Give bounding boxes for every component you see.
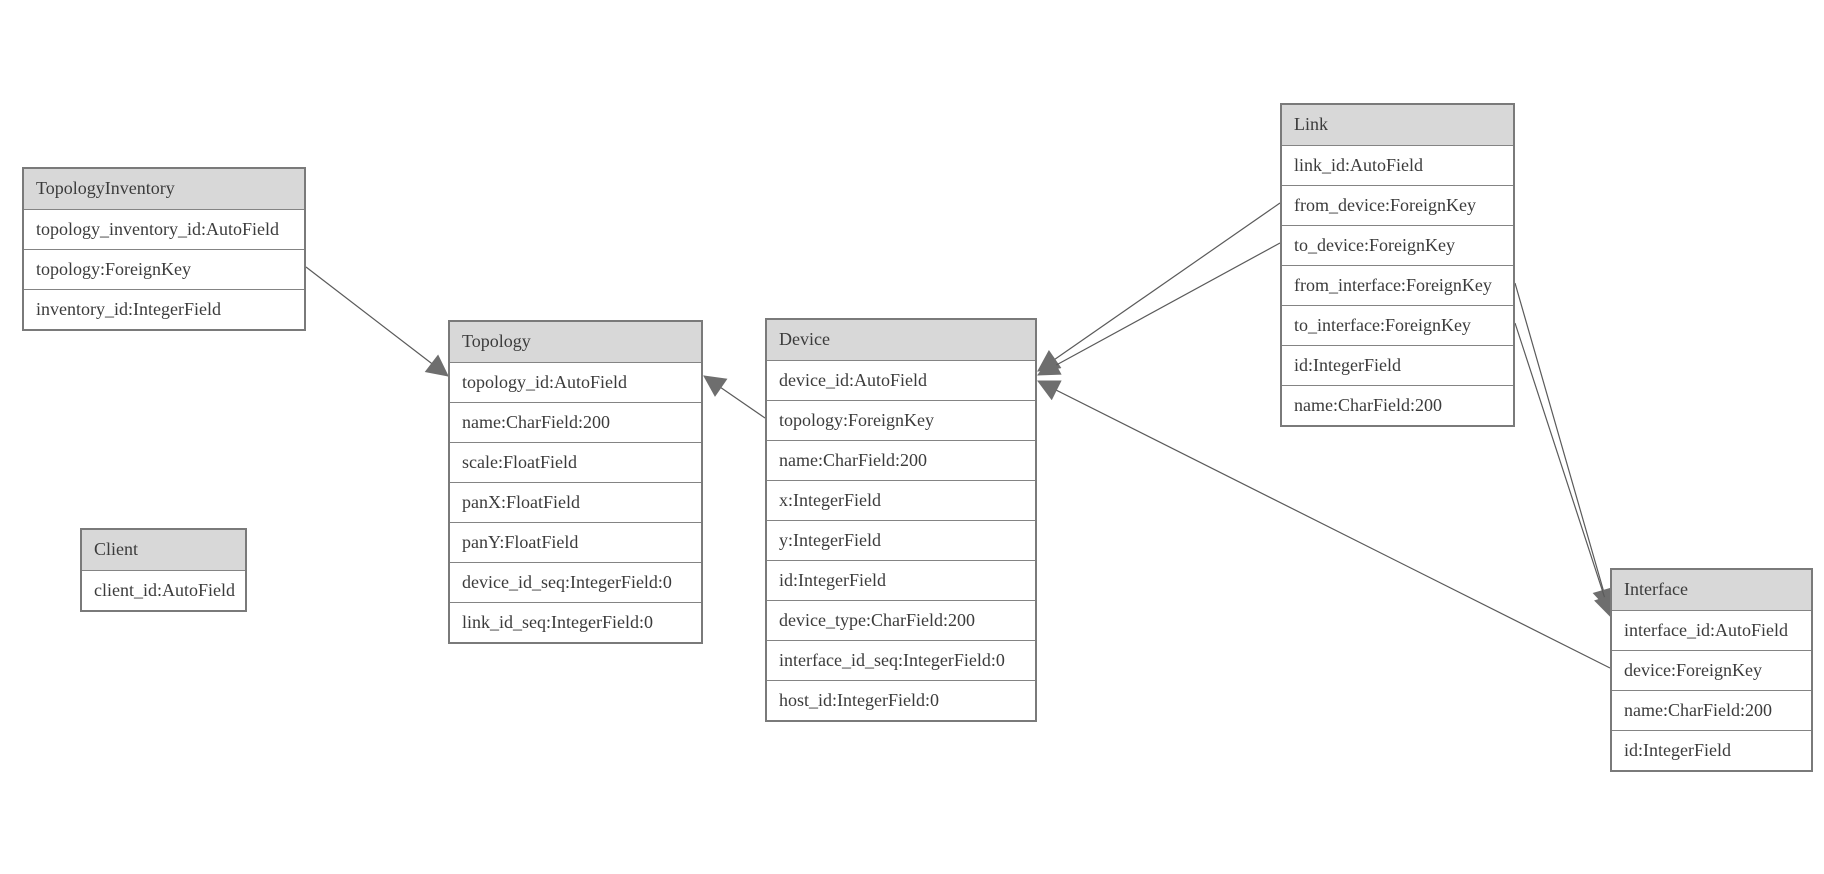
- relation-link-to-interface: [1514, 322, 1615, 619]
- field-row: topology:ForeignKey: [767, 400, 1035, 440]
- entity-title: Client: [82, 530, 245, 570]
- field-row: name:CharField:200: [1282, 385, 1513, 425]
- field-row: name:CharField:200: [450, 402, 701, 442]
- field-row: device_id_seq:IntegerField:0: [450, 562, 701, 602]
- field-row: to_interface:ForeignKey: [1282, 305, 1513, 345]
- field-row: device_type:CharField:200: [767, 600, 1035, 640]
- field-row: link_id:AutoField: [1282, 145, 1513, 185]
- relation-topologyinventory-topology: [305, 266, 449, 377]
- field-row: host_id:IntegerField:0: [767, 680, 1035, 720]
- field-row: id:IntegerField: [1282, 345, 1513, 385]
- field-row: link_id_seq:IntegerField:0: [450, 602, 701, 642]
- field-row: panX:FloatField: [450, 482, 701, 522]
- entity-title: Topology: [450, 322, 701, 362]
- field-row: topology_inventory_id:AutoField: [24, 209, 304, 249]
- field-row: topology_id:AutoField: [450, 362, 701, 402]
- relation-link-to-device: [1037, 242, 1281, 376]
- field-row: from_device:ForeignKey: [1282, 185, 1513, 225]
- entity-title: Interface: [1612, 570, 1811, 610]
- entity-title: TopologyInventory: [24, 169, 304, 209]
- field-row: inventory_id:IntegerField: [24, 289, 304, 329]
- field-row: client_id:AutoField: [82, 570, 245, 610]
- field-row: topology:ForeignKey: [24, 249, 304, 289]
- field-row: scale:FloatField: [450, 442, 701, 482]
- field-row: y:IntegerField: [767, 520, 1035, 560]
- field-row: id:IntegerField: [767, 560, 1035, 600]
- field-row: interface_id_seq:IntegerField:0: [767, 640, 1035, 680]
- field-row: name:CharField:200: [1612, 690, 1811, 730]
- field-row: x:IntegerField: [767, 480, 1035, 520]
- field-row: to_device:ForeignKey: [1282, 225, 1513, 265]
- field-row: name:CharField:200: [767, 440, 1035, 480]
- field-row: id:IntegerField: [1612, 730, 1811, 770]
- relation-link-from-device: [1037, 202, 1281, 372]
- relation-device-topology: [703, 375, 766, 419]
- field-row: panY:FloatField: [450, 522, 701, 562]
- field-row: from_interface:ForeignKey: [1282, 265, 1513, 305]
- entity-title: Link: [1282, 105, 1513, 145]
- entity-title: Device: [767, 320, 1035, 360]
- field-row: interface_id:AutoField: [1612, 610, 1811, 650]
- field-row: device_id:AutoField: [767, 360, 1035, 400]
- relation-link-from-interface: [1514, 282, 1614, 612]
- field-row: device:ForeignKey: [1612, 650, 1811, 690]
